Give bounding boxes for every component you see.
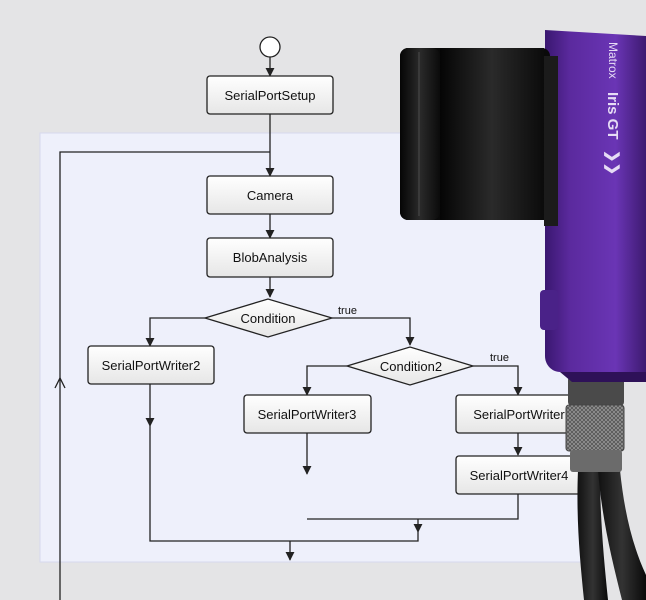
camera-cables: [577, 470, 646, 600]
node-condition2[interactable]: Condition2: [344, 346, 476, 386]
node-serial-port-writer[interactable]: SerialPortWriter: [455, 394, 583, 434]
model-name: Iris GT: [604, 92, 621, 140]
node-serial-port-setup[interactable]: SerialPortSetup: [206, 75, 334, 115]
node-label: SerialPortWriter2: [102, 358, 201, 373]
cable-connector: [568, 376, 624, 406]
node-label: BlobAnalysis: [233, 250, 308, 265]
smart-camera-illustration: Matrox Iris GT ❯❯: [400, 30, 646, 600]
condition2-true-label: true: [490, 352, 509, 364]
node-label: SerialPortWriter4: [470, 468, 569, 483]
flow-edges: [145, 57, 523, 561]
node-label: Condition: [241, 311, 296, 326]
node-blob-analysis[interactable]: BlobAnalysis: [206, 237, 334, 278]
node-label: SerialPortWriter: [473, 407, 565, 422]
node-serial-port-writer4[interactable]: SerialPortWriter4: [455, 455, 583, 495]
node-label: Condition2: [380, 359, 442, 374]
loop-back-edge: [54, 151, 270, 600]
node-serial-port-writer3[interactable]: SerialPortWriter3: [243, 394, 372, 434]
chevron-icon: ❯❯: [604, 150, 621, 175]
camera-body: [545, 30, 646, 372]
node-serial-port-writer2[interactable]: SerialPortWriter2: [87, 345, 215, 385]
connector-collar: [570, 450, 622, 472]
node-label: SerialPortSetup: [224, 88, 315, 103]
node-camera[interactable]: Camera: [206, 175, 334, 215]
node-label: Camera: [247, 188, 294, 203]
node-label: SerialPortWriter3: [258, 407, 357, 422]
start-node: [259, 36, 281, 58]
node-condition[interactable]: Condition: [202, 298, 335, 338]
brand-name: Matrox: [606, 42, 620, 79]
condition-true-label: true: [338, 305, 357, 317]
knurled-connector: [565, 404, 625, 452]
